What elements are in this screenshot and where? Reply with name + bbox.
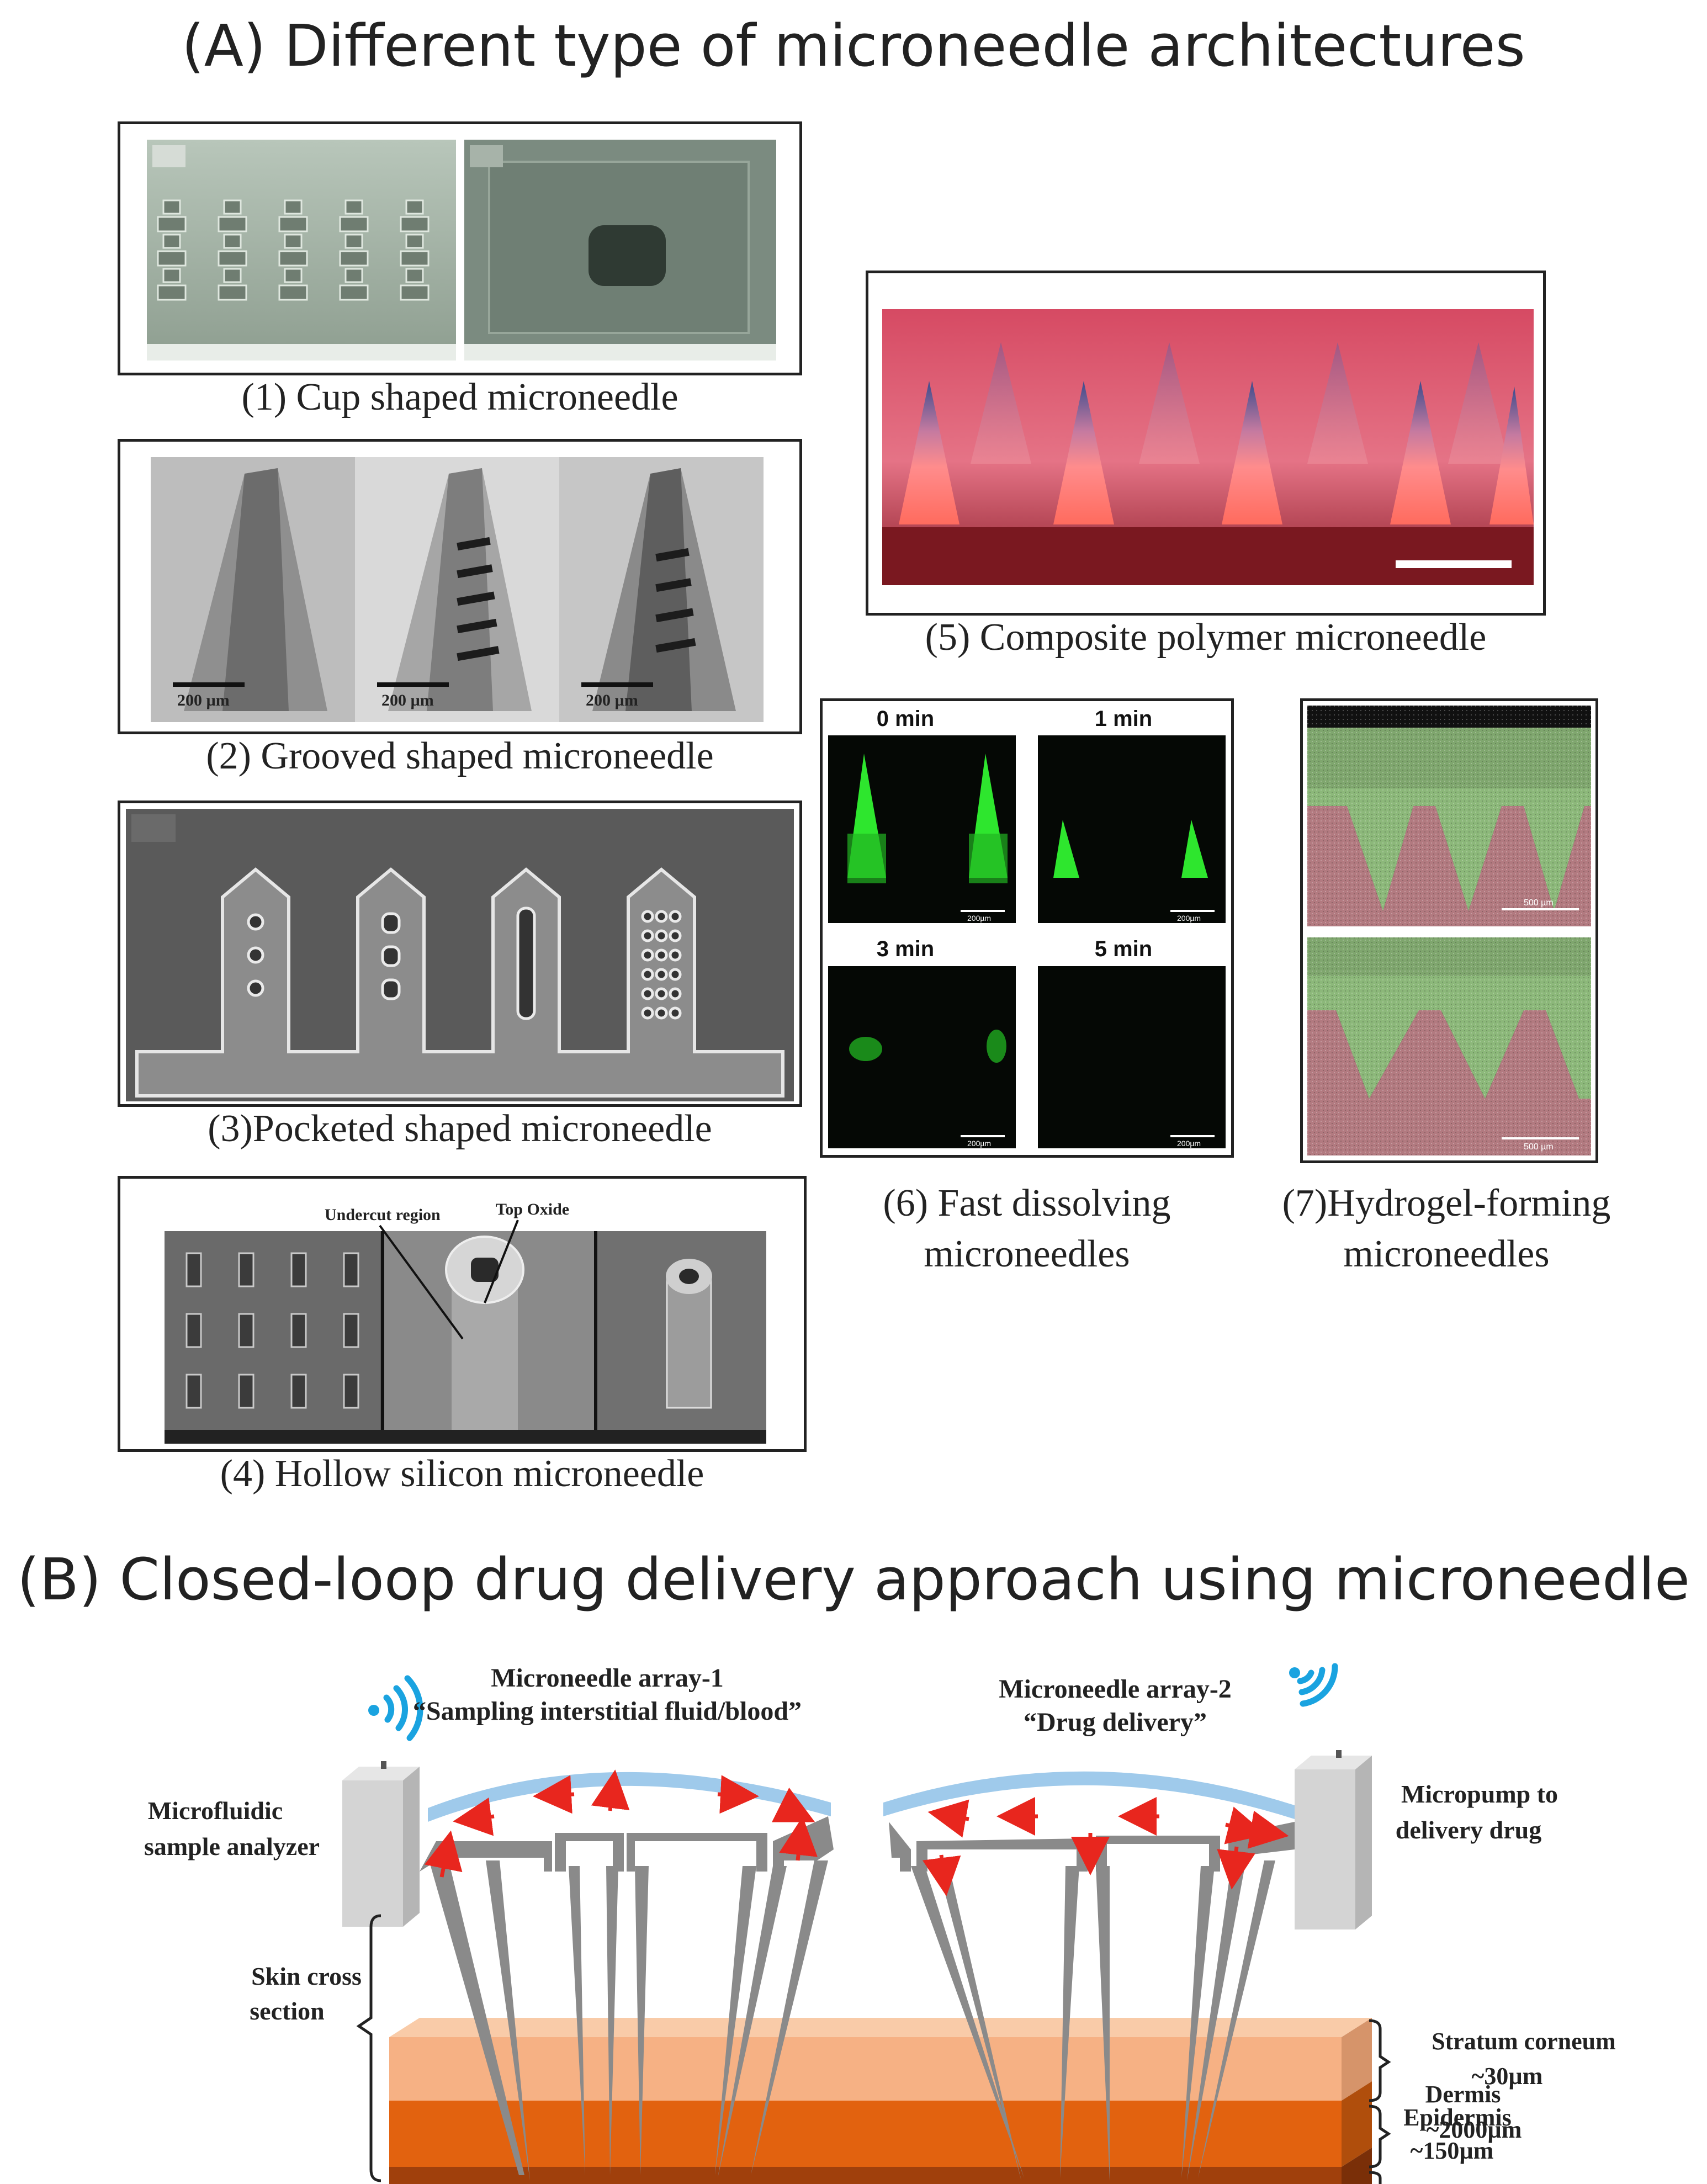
layer-brackets: [1369, 2019, 1391, 2184]
wifi-icon-left: [368, 1675, 423, 1741]
composite-microneedle-photo: [882, 309, 1534, 585]
caption-composite-polymer: (5) Composite polymer microneedle: [925, 616, 1487, 659]
stratum-corneum-layer: [389, 2037, 1342, 2101]
hydrogel-scale-2: 500 µm: [1524, 1142, 1554, 1152]
micropump-box: [1295, 1750, 1372, 1929]
array2-subtitle: “Drug delivery”: [1024, 1708, 1207, 1737]
grooved-scale-2: 200 µm: [381, 691, 434, 709]
time-label-5min: 5 min: [1095, 937, 1152, 961]
skin-block: [389, 2018, 1372, 2184]
array1-title: Microneedle array-1: [491, 1663, 724, 1693]
caption-fast-dissolving-line1: (6) Fast dissolving: [883, 1182, 1171, 1224]
analyzer-label-line2: sample analyzer: [144, 1832, 320, 1860]
panel-fast-dissolving: 0 min 1 min 3 min 5 min 200µm 200µm: [820, 698, 1234, 1158]
dissolve-scale-4: 200µm: [1177, 1139, 1201, 1148]
skin-label-line1: Skin cross: [251, 1962, 362, 1990]
layer-epidermis-thickness: ~150µm: [1411, 2137, 1494, 2164]
caption-hollow-silicon: (4) Hollow silicon microneedle: [220, 1453, 704, 1495]
panel-pocketed-shaped: [118, 801, 802, 1107]
panel-hydrogel-forming: 500 µm 500 µm: [1300, 698, 1598, 1163]
time-label-0min: 0 min: [877, 707, 934, 731]
section-a-title: (A) Different type of microneedle archit…: [182, 12, 1525, 79]
microneedle-array-2: [883, 1771, 1295, 2181]
panel-composite-polymer: [866, 271, 1546, 616]
pump-label-line1: Micropump to: [1401, 1780, 1558, 1808]
layer-dermis-thickness-text: ~2000µm: [1426, 2116, 1522, 2143]
layer-stratum-corneum-name: Stratum corneum: [1432, 2028, 1616, 2055]
panel-grooved-shaped: 200 µm 200 µm 200 µm: [118, 439, 802, 734]
pocketed-microneedle-sem-image: [126, 809, 794, 1101]
grooved-microneedle-sem-image: 200 µm 200 µm 200 µm: [151, 457, 764, 722]
layer-epidermis-name: Epidermis: [1403, 2104, 1512, 2131]
panel-cup-shaped: [118, 121, 802, 375]
grooved-scale-1: 200 µm: [177, 691, 230, 709]
dissolve-scale-3: 200µm: [967, 1139, 991, 1148]
layer-dermis-name-text: Dermis: [1425, 2081, 1501, 2108]
pump-label-line2: delivery drug: [1396, 1816, 1541, 1844]
caption-fast-dissolving-line2: microneedles: [924, 1233, 1130, 1275]
cup-microneedle-sem-image: [147, 140, 776, 361]
dermis-layer: [389, 2167, 1342, 2184]
array2-title: Microneedle array-2: [999, 1674, 1232, 1704]
wifi-icon-right: [1289, 1663, 1338, 1707]
caption-cup-shaped: (1) Cup shaped microneedle: [241, 376, 678, 418]
caption-pocketed-shaped: (3)Pocketed shaped microneedle: [208, 1107, 712, 1150]
analyzer-label-line1: Microfluidic: [148, 1796, 283, 1825]
caption-grooved-shaped: (2) Grooved shaped microneedle: [206, 735, 714, 777]
dissolve-scale-1: 200µm: [967, 914, 991, 923]
panel-hollow-silicon: Undercut region Top Oxide: [118, 1176, 807, 1452]
undercut-region-label: Undercut region: [325, 1206, 441, 1224]
skin-label-line2: section: [250, 1997, 324, 2025]
hollow-microneedle-sem-image: [165, 1231, 766, 1444]
section-b-title: (B) Closed-loop drug delivery approach u…: [17, 1546, 1690, 1613]
time-label-1min: 1 min: [1095, 707, 1152, 731]
array1-subtitle: “Sampling interstitial fluid/blood”: [413, 1697, 802, 1726]
layer-stratum-corneum-thickness: ~30µm: [1472, 2063, 1543, 2090]
closed-loop-diagram: Microneedle array-1 “Sampling interstiti…: [0, 1651, 1707, 2184]
caption-hydrogel-line1: (7)Hydrogel-forming: [1282, 1182, 1611, 1224]
caption-hydrogel-line2: microneedles: [1343, 1233, 1550, 1275]
top-oxide-label: Top Oxide: [496, 1200, 569, 1218]
microneedle-array-1: [420, 1769, 834, 2181]
grooved-scale-3: 200 µm: [586, 691, 638, 709]
hydrogel-scale-1: 500 µm: [1524, 898, 1554, 908]
microfluidic-analyzer-box: [342, 1761, 420, 1927]
time-label-3min: 3 min: [877, 937, 934, 961]
dissolve-scale-2: 200µm: [1177, 914, 1201, 923]
